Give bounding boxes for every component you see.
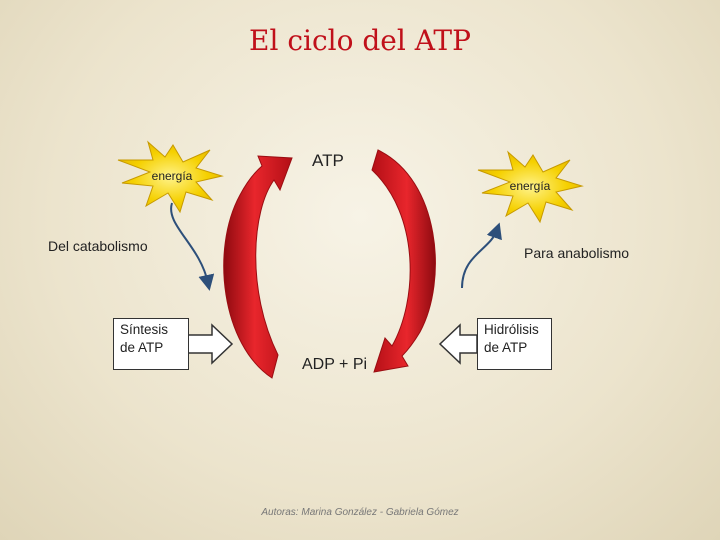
adp-label: ADP + Pi [302,356,368,373]
energy-burst-right [477,150,584,224]
connector-arrow-left [170,202,215,291]
atp-label: ATP [312,151,344,170]
sintesis-line-1: Síntesis [120,322,169,337]
hidrolisis-box: Hidrólisis de ATP [477,318,552,370]
energia-label-left: energía [152,169,193,183]
hidrolisis-line-2: de ATP [484,340,528,355]
hidrolisis-line-1: Hidrólisis [484,322,539,337]
block-arrow-left [187,323,234,365]
cycle-arrow-left [223,155,293,379]
cycle-arrow-right [371,149,436,373]
sintesis-line-2: de ATP [120,340,164,355]
energia-label-right: energía [510,179,551,193]
anabolismo-label: Para anabolismo [524,245,630,261]
catabolismo-label: Del catabolismo [48,238,148,254]
energy-burst-left [117,140,224,214]
authors-footer: Autoras: Marina González - Gabriela Góme… [261,507,459,518]
connector-arrow-right [461,222,502,289]
page-title: El ciclo del ATP [249,24,471,57]
sintesis-box: Síntesis de ATP [113,318,189,370]
block-arrow-right [438,323,478,365]
